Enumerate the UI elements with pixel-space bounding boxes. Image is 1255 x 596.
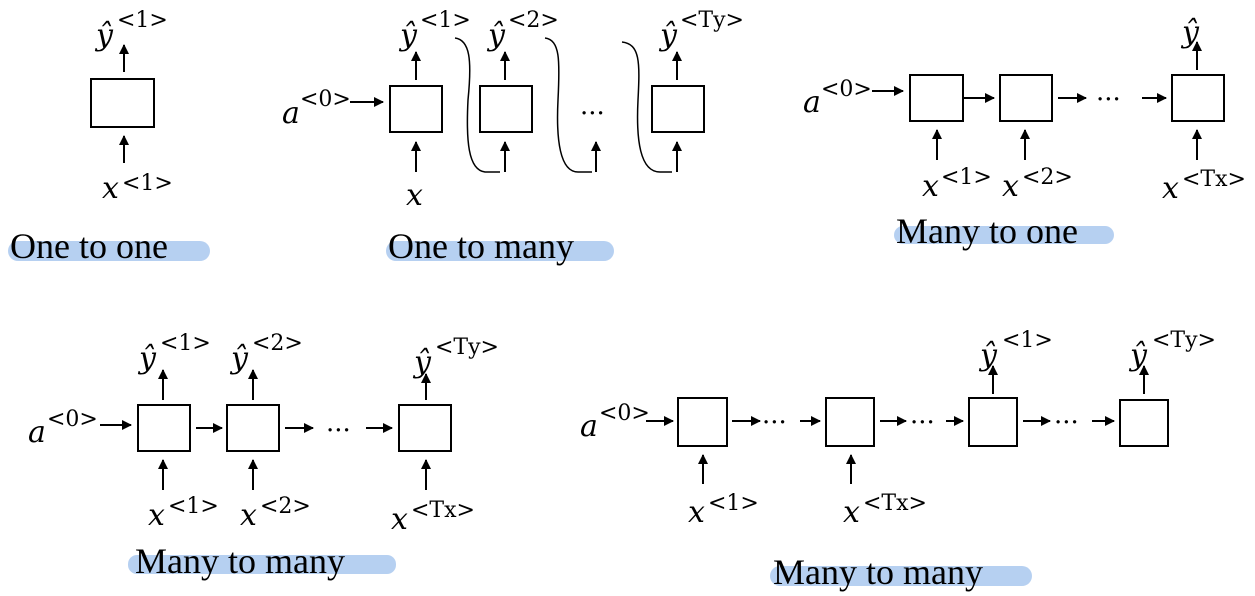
x-label: x (688, 495, 705, 530)
superscript-label: <1> (160, 331, 211, 356)
superscript-label: <Tx> (863, 491, 927, 516)
one-to-many-diagram: ŷ <1> ŷ <2> ŷ <Ty> a <0> ··· x One to ma… (282, 8, 744, 266)
rnn-cell (1119, 399, 1169, 447)
ellipsis: ··· (762, 408, 787, 438)
superscript-label: <1> (168, 494, 219, 519)
rnn-cell (389, 85, 443, 133)
rnn-cell (677, 397, 728, 447)
superscript-label: <2> (252, 331, 303, 356)
rnn-cell (1171, 74, 1225, 122)
rnn-cell (825, 397, 875, 447)
superscript-label: <Tx> (411, 498, 475, 523)
rnn-cell (398, 404, 452, 452)
one-to-one-diagram: ŷ <1> x <1> One to one (8, 8, 210, 266)
superscript-label: <0> (47, 407, 98, 432)
superscript-label: <0> (821, 77, 872, 102)
title-highlight (128, 555, 396, 574)
many-to-one-title: Many to one (896, 211, 1078, 251)
many-to-one-diagram: ŷ a <0> ··· x <1> x <2> x <Tx> Many to o… (803, 15, 1246, 251)
x-label: x (922, 169, 939, 204)
one-to-one-title: One to one (10, 226, 168, 266)
y-hat-label: ŷ (94, 18, 114, 53)
superscript-label: <2> (1022, 165, 1073, 190)
many-to-many-encoder-decoder-diagram: ŷ <1> ŷ <Ty> a <0> ··· ··· ··· x <1> x <… (580, 328, 1216, 592)
rnn-cell (479, 85, 533, 133)
rnn-cell (137, 404, 191, 452)
title-highlight (770, 566, 1032, 586)
ellipsis: ··· (910, 408, 935, 438)
many-to-many-synced-diagram: ŷ <1> ŷ <2> ŷ <Ty> a <0> ··· x <1> x <2>… (28, 331, 499, 581)
superscript-label: <Ty> (435, 335, 499, 360)
y-hat-label: ŷ (1128, 338, 1148, 373)
a-label: a (28, 415, 46, 450)
y-hat-label: ŷ (412, 345, 432, 380)
superscript-label: <2> (260, 494, 311, 519)
y-hat-label: ŷ (486, 18, 506, 53)
a-label: a (580, 409, 598, 444)
y-hat-label: ŷ (137, 341, 157, 376)
ellipsis: ··· (1096, 85, 1121, 115)
x-label: x (240, 498, 257, 533)
a-label: a (282, 96, 300, 131)
superscript-label: <1> (941, 165, 992, 190)
y-hat-label: ŷ (398, 18, 418, 53)
superscript-label: <2> (508, 8, 559, 33)
title-highlight (8, 241, 210, 261)
ellipsis: ··· (326, 416, 351, 446)
many-to-many-synced-title: Many to many (135, 541, 345, 581)
superscript-label: <Tx> (1182, 167, 1246, 192)
y-hat-label: ŷ (229, 341, 249, 376)
y-hat-label: ŷ (978, 338, 998, 373)
y-hat-label: ŷ (658, 18, 678, 53)
x-label: x (406, 178, 423, 213)
a-label: a (803, 85, 821, 120)
x-label: x (391, 502, 408, 537)
x-label: x (1002, 169, 1019, 204)
x-label: x (1162, 171, 1179, 206)
feedback-curve (621, 41, 672, 173)
rnn-cell (999, 74, 1053, 122)
rnn-cell (909, 74, 964, 122)
ellipsis: ··· (580, 99, 605, 129)
superscript-label: <1> (122, 171, 173, 196)
superscript-label: <0> (599, 401, 650, 426)
rnn-cell (968, 397, 1018, 447)
feedback-curve (454, 37, 500, 173)
x-label: x (102, 171, 119, 206)
superscript-label: <1> (117, 8, 168, 33)
one-to-many-title: One to many (388, 226, 574, 266)
superscript-label: <1> (1002, 328, 1053, 353)
x-label: x (148, 498, 165, 533)
superscript-label: <0> (300, 87, 351, 112)
superscript-label: <1> (708, 491, 759, 516)
ellipsis: ··· (1054, 408, 1079, 438)
superscript-label: <Ty> (1152, 328, 1216, 353)
rnn-cell (226, 404, 280, 452)
superscript-label: <Ty> (680, 8, 744, 33)
title-highlight (386, 241, 614, 261)
rnn-cell (651, 85, 705, 133)
x-label: x (843, 495, 860, 530)
title-highlight (894, 226, 1114, 244)
superscript-label: <1> (420, 8, 471, 33)
feedback-curve (544, 37, 592, 173)
many-to-many-encoder-decoder-title: Many to many (773, 552, 983, 592)
rnn-cell (90, 78, 155, 128)
